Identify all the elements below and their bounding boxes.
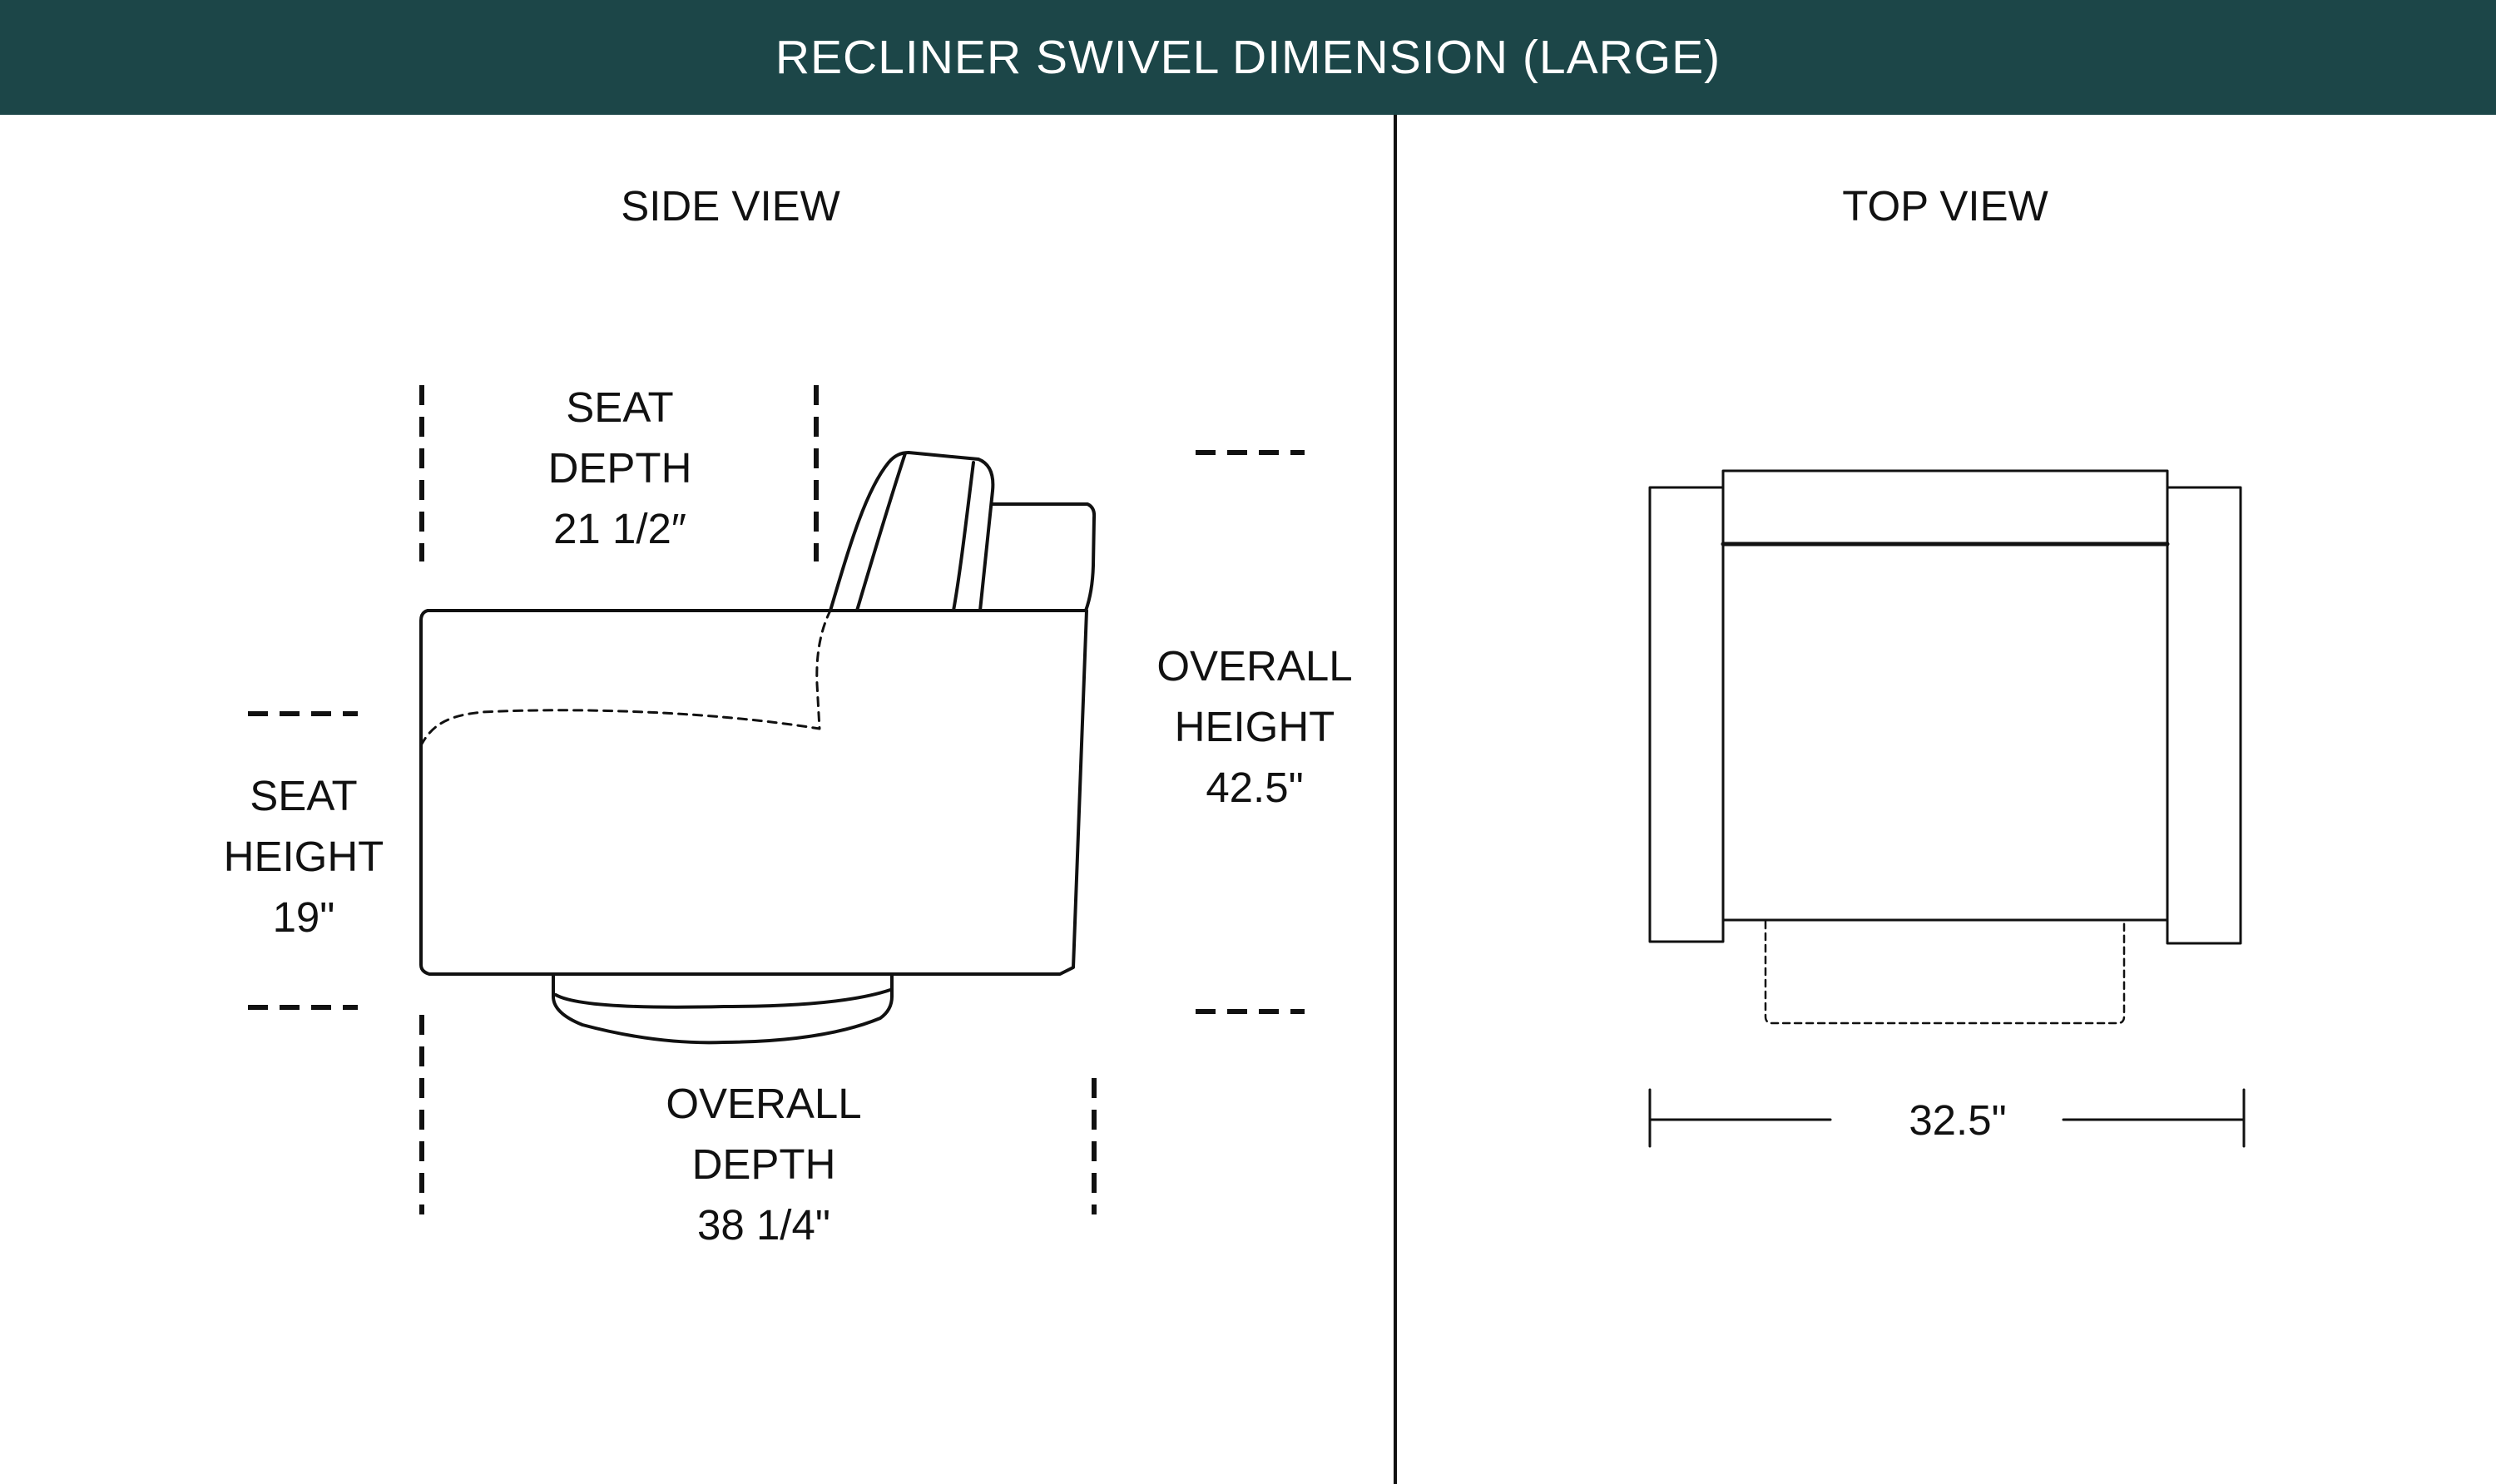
footrest-extended — [1764, 920, 2126, 1025]
seat-depth-line1: SEAT — [566, 383, 674, 431]
overall-height-label: OVERALL HEIGHT 42.5" — [1156, 636, 1352, 818]
side-view-title: SIDE VIEW — [621, 182, 840, 230]
overall-depth-value: 38 1/4" — [697, 1201, 830, 1249]
chair-body-outline — [419, 609, 1088, 976]
seat-depth-label: SEAT DEPTH 21 1/2″ — [548, 377, 692, 559]
header-title: RECLINER SWIVEL DIMENSION (LARGE) — [775, 31, 1721, 84]
swivel-base-seam — [554, 988, 892, 1009]
side-view-chair — [419, 451, 1097, 1045]
overall-height-value: 42.5" — [1206, 764, 1304, 811]
width-label: 32.5" — [1909, 1096, 2007, 1144]
upper-back-outline — [991, 502, 1097, 612]
top-view-chair — [1648, 469, 2242, 945]
width-dimension — [1648, 1088, 2246, 1148]
overall-depth-label: OVERALL DEPTH 38 1/4" — [666, 1073, 861, 1255]
back-cushion-seam — [855, 452, 907, 612]
side-dimension-guides — [248, 385, 1305, 1214]
backrest-top — [1721, 469, 2169, 546]
seat-height-line2: HEIGHT — [223, 833, 384, 880]
hidden-seat-contour — [419, 609, 832, 747]
page-header: RECLINER SWIVEL DIMENSION (LARGE) — [0, 0, 2496, 115]
seat-depth-line2: DEPTH — [547, 444, 692, 492]
seat-height-label: SEAT HEIGHT 19" — [224, 765, 384, 947]
overall-height-line2: HEIGHT — [1174, 703, 1335, 750]
view-divider — [1394, 115, 1397, 1484]
back-cushion-outline — [829, 451, 995, 612]
seat-height-value: 19" — [272, 893, 335, 941]
seat-top — [1721, 542, 2169, 922]
overall-depth-line1: OVERALL — [666, 1080, 862, 1127]
seat-height-line1: SEAT — [250, 772, 358, 819]
right-arm — [2166, 486, 2242, 945]
left-arm — [1648, 486, 1725, 943]
back-cushion-seam-front — [952, 461, 975, 612]
seat-depth-value: 21 1/2″ — [553, 505, 686, 552]
swivel-base — [552, 972, 894, 1045]
overall-depth-line2: DEPTH — [691, 1140, 836, 1188]
top-view-title: TOP VIEW — [1842, 182, 2048, 230]
overall-height-line1: OVERALL — [1156, 642, 1353, 690]
